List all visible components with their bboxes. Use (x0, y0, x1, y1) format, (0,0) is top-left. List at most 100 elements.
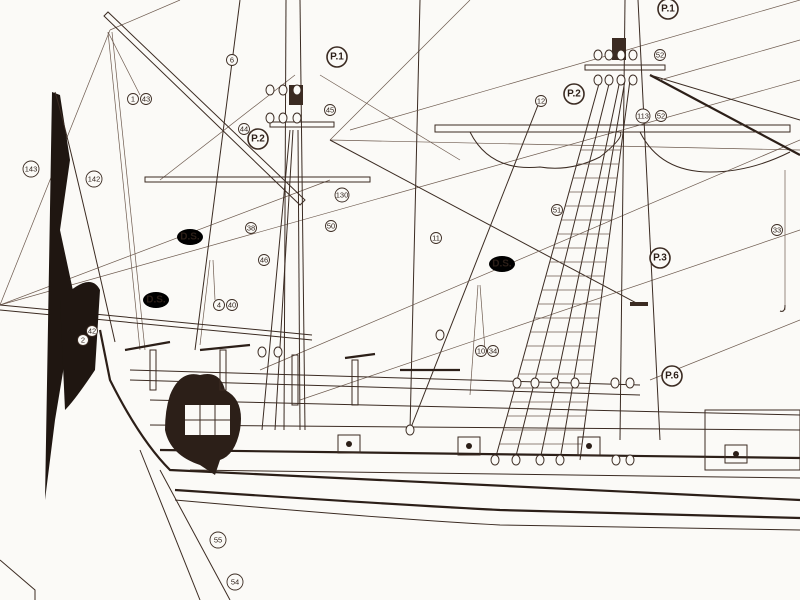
deadeye-icon (265, 112, 275, 124)
deadeyes (257, 49, 638, 466)
deadeye-icon (278, 112, 288, 124)
deadeye-icon (405, 424, 415, 436)
ratlines (499, 149, 621, 445)
svg-text:38: 38 (247, 224, 255, 233)
svg-text:51: 51 (553, 206, 561, 215)
svg-text:P.1: P.1 (661, 4, 675, 15)
callout-ds-right: D.S. (489, 256, 515, 272)
deadeye-icon (273, 346, 283, 358)
rigging-lines (0, 0, 800, 431)
svg-text:P.2: P.2 (251, 134, 265, 145)
deadeye-icon (292, 84, 302, 96)
deadeye-icon (278, 84, 288, 96)
deadeye-icon (593, 49, 603, 61)
label-55: 55 (209, 531, 227, 549)
svg-text:34: 34 (489, 347, 497, 356)
svg-text:10: 10 (477, 347, 485, 356)
label-38: 38 (245, 222, 257, 234)
svg-text:143: 143 (25, 165, 38, 174)
callout-p6: P.6 (661, 365, 683, 387)
deadeye-icon (570, 377, 580, 389)
deadeye-icon (625, 377, 635, 389)
svg-text:D.S.: D.S. (180, 232, 200, 243)
label-12: 12 (535, 95, 547, 107)
svg-text:40: 40 (228, 301, 236, 310)
label-34: 34 (487, 345, 499, 357)
deadeye-icon (625, 454, 635, 466)
label-4: 4 (213, 299, 225, 311)
label-142: 142 (85, 170, 103, 188)
deadeye-icon (616, 74, 626, 86)
svg-text:46: 46 (260, 256, 268, 265)
deadeye-icon (555, 454, 565, 466)
label-46: 46 (258, 254, 270, 266)
label-50: 50 (325, 220, 337, 232)
svg-text:52: 52 (657, 112, 665, 121)
svg-text:1: 1 (131, 95, 135, 104)
callout-ds-upper: D.S. (177, 229, 203, 245)
label-143: 143 (22, 160, 40, 178)
deadeye-icon (610, 377, 620, 389)
label-42: 42 (86, 325, 98, 337)
svg-text:4: 4 (217, 301, 221, 310)
svg-text:P.2: P.2 (567, 89, 581, 100)
svg-text:42: 42 (88, 327, 96, 336)
callout-p3: P.3 (649, 247, 671, 269)
deadeye-icon (265, 84, 275, 96)
label-2: 2 (77, 334, 89, 346)
flag (45, 91, 116, 500)
label-52-lower: 52 (655, 110, 667, 122)
label-40: 40 (226, 299, 238, 311)
label-52-upper: 52 (654, 49, 666, 61)
svg-text:11: 11 (432, 234, 440, 243)
deadeye-icon (435, 329, 445, 341)
deadeye-icon (611, 454, 621, 466)
svg-text:142: 142 (88, 175, 101, 184)
svg-text:130: 130 (336, 191, 349, 200)
svg-text:54: 54 (231, 578, 239, 587)
svg-text:12: 12 (537, 97, 545, 106)
label-130: 130 (334, 187, 350, 203)
label-11: 11 (430, 232, 442, 244)
deadeye-icon (292, 112, 302, 124)
deadeye-icon (490, 454, 500, 466)
callout-p2-left: P.2 (247, 128, 269, 150)
spars (0, 11, 791, 341)
label-113: 113 (635, 108, 651, 124)
callout-labels: P.1 P.1 P.2 P.2 P.3 P.6 D.S. D.S. D.S. 6… (22, 0, 783, 591)
svg-text:43: 43 (142, 95, 150, 104)
svg-text:113: 113 (637, 112, 649, 121)
furled-sails (469, 131, 791, 173)
label-43: 43 (140, 93, 152, 105)
deadeye-icon (512, 377, 522, 389)
deadeye-icon (628, 49, 638, 61)
callout-ds-lower: D.S. (143, 292, 169, 308)
callout-p2-right: P.2 (563, 83, 585, 105)
label-10: 10 (475, 345, 487, 357)
label-54: 54 (226, 573, 244, 591)
svg-text:33: 33 (773, 226, 781, 235)
svg-text:44: 44 (240, 125, 248, 134)
svg-text:6: 6 (230, 56, 234, 65)
deadeye-icon (535, 454, 545, 466)
label-44: 44 (238, 123, 250, 135)
label-45: 45 (324, 104, 336, 116)
deadeye-icon (593, 74, 603, 86)
shrouds (261, 79, 631, 461)
callout-p1-right: P.1 (657, 0, 679, 20)
label-6: 6 (226, 54, 238, 66)
label-33: 33 (771, 224, 783, 236)
deadeye-icon (616, 49, 626, 61)
svg-text:P.6: P.6 (665, 371, 679, 382)
svg-text:45: 45 (326, 106, 334, 115)
svg-text:2: 2 (81, 336, 85, 345)
svg-text:D.S.: D.S. (146, 295, 166, 306)
deadeye-icon (628, 74, 638, 86)
deadeye-icon (604, 74, 614, 86)
deadeye-icon (511, 454, 521, 466)
svg-text:52: 52 (656, 51, 664, 60)
svg-text:50: 50 (327, 222, 335, 231)
svg-text:D.S.: D.S. (492, 259, 512, 270)
